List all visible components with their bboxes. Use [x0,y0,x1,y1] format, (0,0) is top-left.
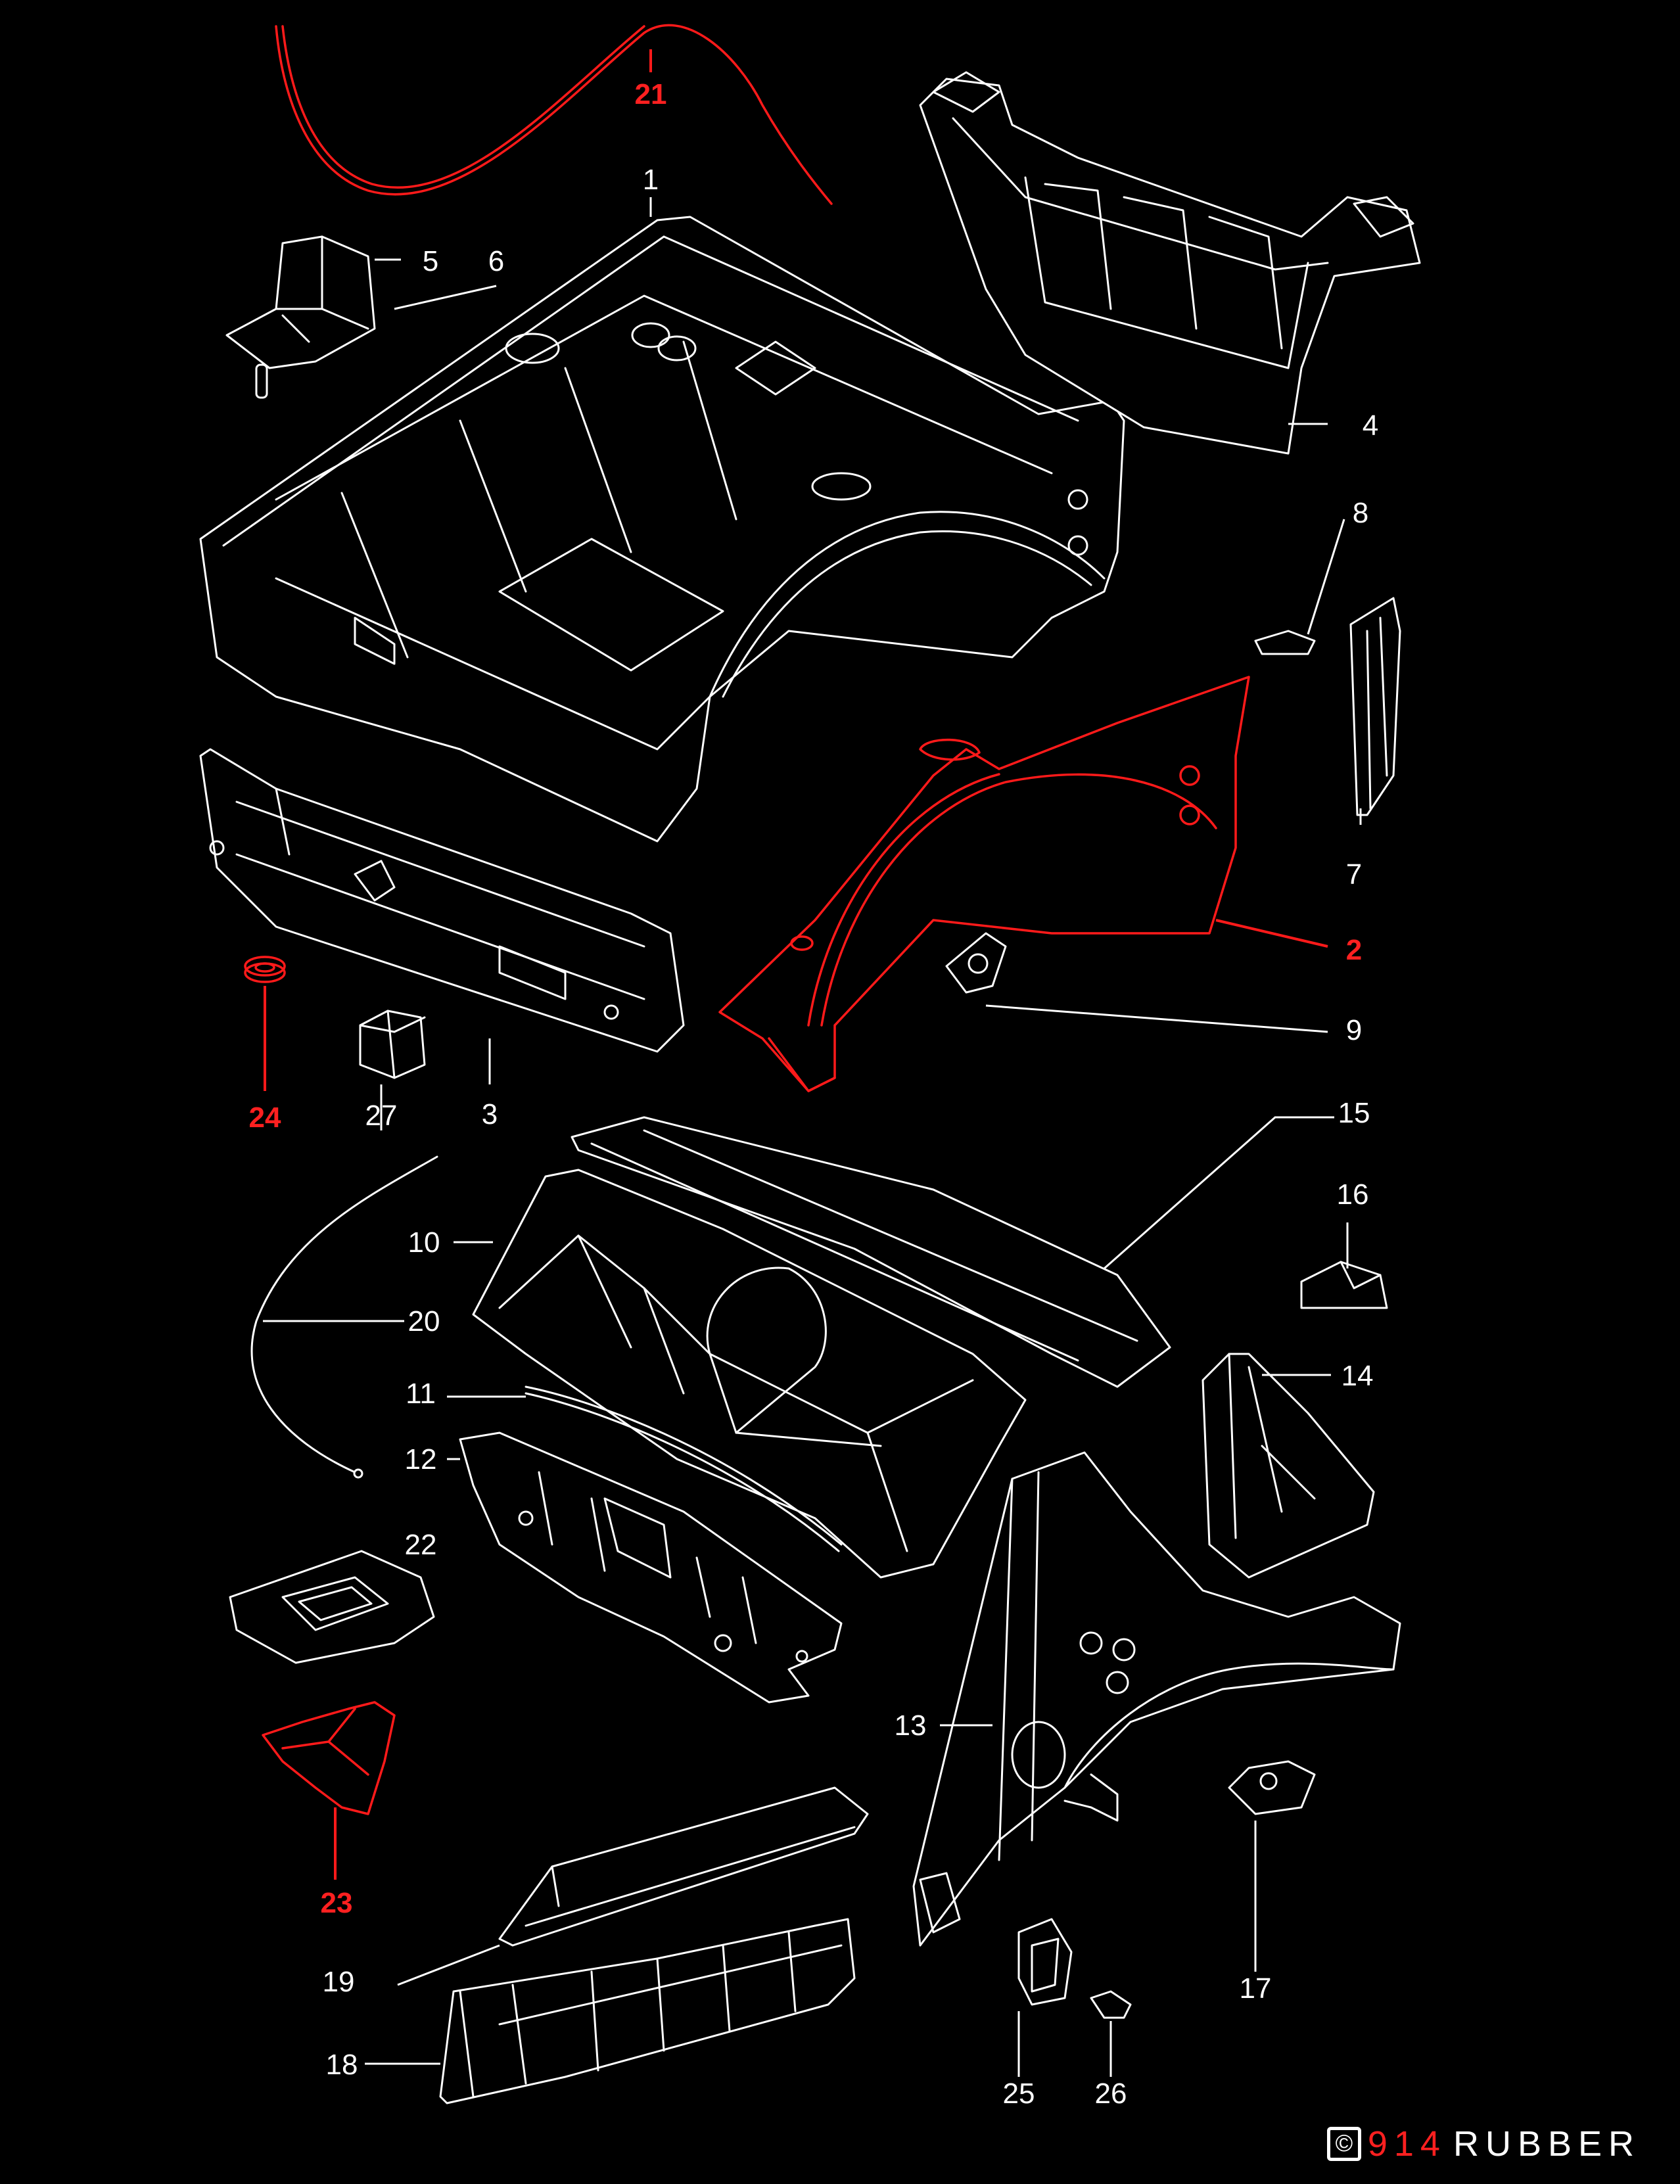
part-16-gusset [1300,1261,1388,1309]
part-19-sill-strip [498,1786,869,1947]
brand-name: RUBBER [1453,2124,1641,2164]
callout-5: 5 [423,245,438,277]
part-17-jack-point [1228,1760,1316,1815]
callout-16: 16 [1337,1178,1369,1211]
callout-labels: 1 2 3 4 5 6 7 8 9 10 11 12 13 14 15 16 1… [249,78,1379,2110]
part-12-rear-panel [459,1431,843,1704]
callout-27: 27 [365,1100,398,1132]
callout-23: 23 [321,1887,353,1919]
part-7-pillar [1349,597,1401,816]
part-4-front-panel [919,71,1421,455]
part-24-grommet [244,956,286,983]
part-1-front-trunk-shell [199,216,1125,843]
callout-2: 2 [1346,934,1362,966]
part-13-rear-quarter [912,1451,1401,1947]
part-23-bracket [262,1701,396,1815]
callout-15: 15 [1338,1097,1370,1129]
part-25-plate [1017,1918,1073,2006]
part-15-roof-rail [571,1116,1171,1388]
callout-3: 3 [482,1098,498,1130]
callout-18: 18 [326,2049,358,2081]
part-22-tray [229,1550,435,1664]
part-18-rocker [439,1918,856,2104]
callout-24: 24 [249,1102,281,1134]
callout-6: 6 [488,245,504,277]
leader-lines [263,49,1362,2077]
callout-7: 7 [1346,858,1362,891]
part-20-cable [250,1155,438,1479]
part-11-strip [525,1385,843,1552]
part-5-bracket [225,235,376,399]
callout-11: 11 [406,1378,436,1410]
brand-logo: © 914 RUBBER [1326,2124,1641,2164]
callout-8: 8 [1353,497,1368,529]
callout-26: 26 [1095,2078,1127,2110]
part-9-gasket [945,932,1007,994]
callout-10: 10 [408,1226,440,1259]
callout-19: 19 [323,1966,355,1998]
callout-20: 20 [408,1305,440,1337]
callout-9: 9 [1346,1014,1362,1046]
part-10-rear-bulkhead [472,1169,1027,1579]
callout-1: 1 [643,164,659,196]
callout-12: 12 [405,1443,437,1475]
part-27-clip [359,1010,426,1079]
callout-22: 22 [405,1529,437,1561]
callout-25: 25 [1003,2078,1035,2110]
part-2-front-wheelhouse [718,676,1250,1092]
part-26-block [1090,1990,1132,2019]
copyright-icon: © [1326,2127,1361,2161]
brand-number: 914 [1367,2124,1447,2164]
part-3-front-valance [199,748,685,1053]
part-8-plate [1254,630,1316,655]
callout-21: 21 [635,78,667,110]
callout-17: 17 [1240,1972,1272,2005]
part-21-seal [275,24,833,205]
callout-4: 4 [1363,409,1378,442]
callout-14: 14 [1342,1360,1374,1392]
part-14-bracket [1202,1353,1375,1579]
callout-13: 13 [895,1709,927,1742]
